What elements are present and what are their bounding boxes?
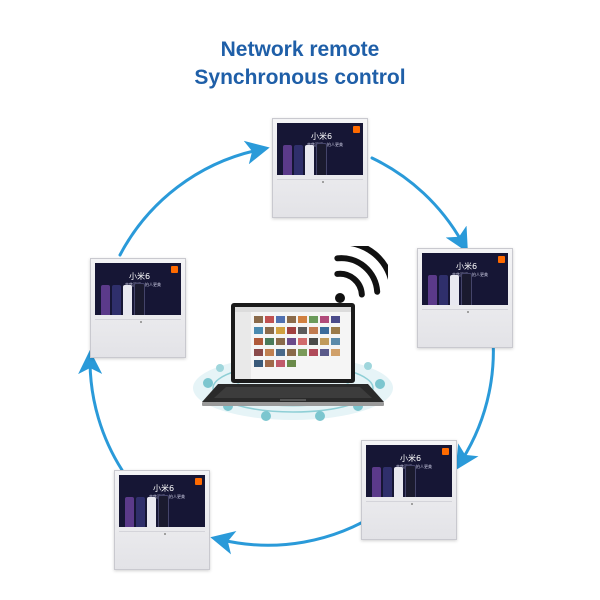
phone-image	[158, 495, 169, 527]
ring-arrow-top-to-right	[370, 156, 468, 253]
phone-image	[461, 273, 472, 305]
kiosk-screen: 小米6 变焦双摄，拍人更美	[95, 263, 181, 315]
phone-image	[125, 497, 134, 527]
phone-image	[134, 283, 145, 315]
phone-image	[147, 497, 156, 527]
phone-image	[136, 497, 145, 527]
kiosk-body	[119, 531, 205, 565]
kiosk-screen: 小米6 变焦双摄，拍人更美	[366, 445, 452, 497]
kiosk-body	[277, 179, 363, 213]
phone-image	[123, 285, 132, 315]
laptop-screen	[231, 303, 355, 383]
kiosk-screen: 小米6 变焦双摄，拍人更美	[277, 123, 363, 175]
phone-image	[450, 275, 459, 305]
kiosk-body	[366, 501, 452, 535]
mi-logo-icon	[498, 256, 505, 263]
kiosk-screen: 小米6 变焦双摄，拍人更美	[422, 253, 508, 305]
kiosk-terminal-right: 小米6 变焦双摄，拍人更美	[417, 248, 513, 348]
phone-image	[383, 467, 392, 497]
phone-image	[305, 145, 314, 175]
wifi-icon	[334, 246, 388, 303]
mi-logo-icon	[353, 126, 360, 133]
mi-logo-icon	[171, 266, 178, 273]
kiosk-model-text: 小米6	[153, 484, 175, 493]
ring-arrow-left-to-top	[118, 140, 270, 257]
phone-image	[101, 285, 110, 315]
phone-image	[394, 467, 403, 497]
phone-image	[372, 467, 381, 497]
kiosk-model-text: 小米6	[400, 454, 422, 463]
ring-arrow-bottom-to-left	[78, 350, 124, 472]
kiosk-body	[422, 309, 508, 343]
mi-logo-icon	[195, 478, 202, 485]
diagram-title-line-2: Synchronous control	[194, 66, 406, 89]
kiosk-terminal-left: 小米6 变焦双摄，拍人更美	[90, 258, 186, 358]
kiosk-terminal-top: 小米6 变焦双摄，拍人更美	[272, 118, 368, 218]
phone-image	[112, 285, 121, 315]
phone-image	[316, 143, 327, 175]
kiosk-body	[95, 319, 181, 353]
phone-image	[294, 145, 303, 175]
kiosk-screen: 小米6 变焦双摄，拍人更美	[119, 475, 205, 527]
kiosk-terminal-lower-right: 小米6 变焦双摄，拍人更美	[361, 440, 457, 540]
kiosk-model-text: 小米6	[311, 132, 333, 141]
phone-image	[405, 465, 416, 497]
kiosk-terminal-bottom: 小米6 变焦双摄，拍人更美	[114, 470, 210, 570]
ring-arrow-lower-right-to-bottom	[210, 510, 382, 555]
phone-image	[428, 275, 437, 305]
diagram-title-line-1: Network remote	[220, 38, 380, 61]
kiosk-model-text: 小米6	[456, 262, 478, 271]
controller-laptop	[193, 303, 393, 421]
laptop-keyboard-base	[202, 384, 384, 406]
phone-image	[439, 275, 448, 305]
kiosk-model-text: 小米6	[129, 272, 151, 281]
phone-image	[283, 145, 292, 175]
mi-logo-icon	[442, 448, 449, 455]
